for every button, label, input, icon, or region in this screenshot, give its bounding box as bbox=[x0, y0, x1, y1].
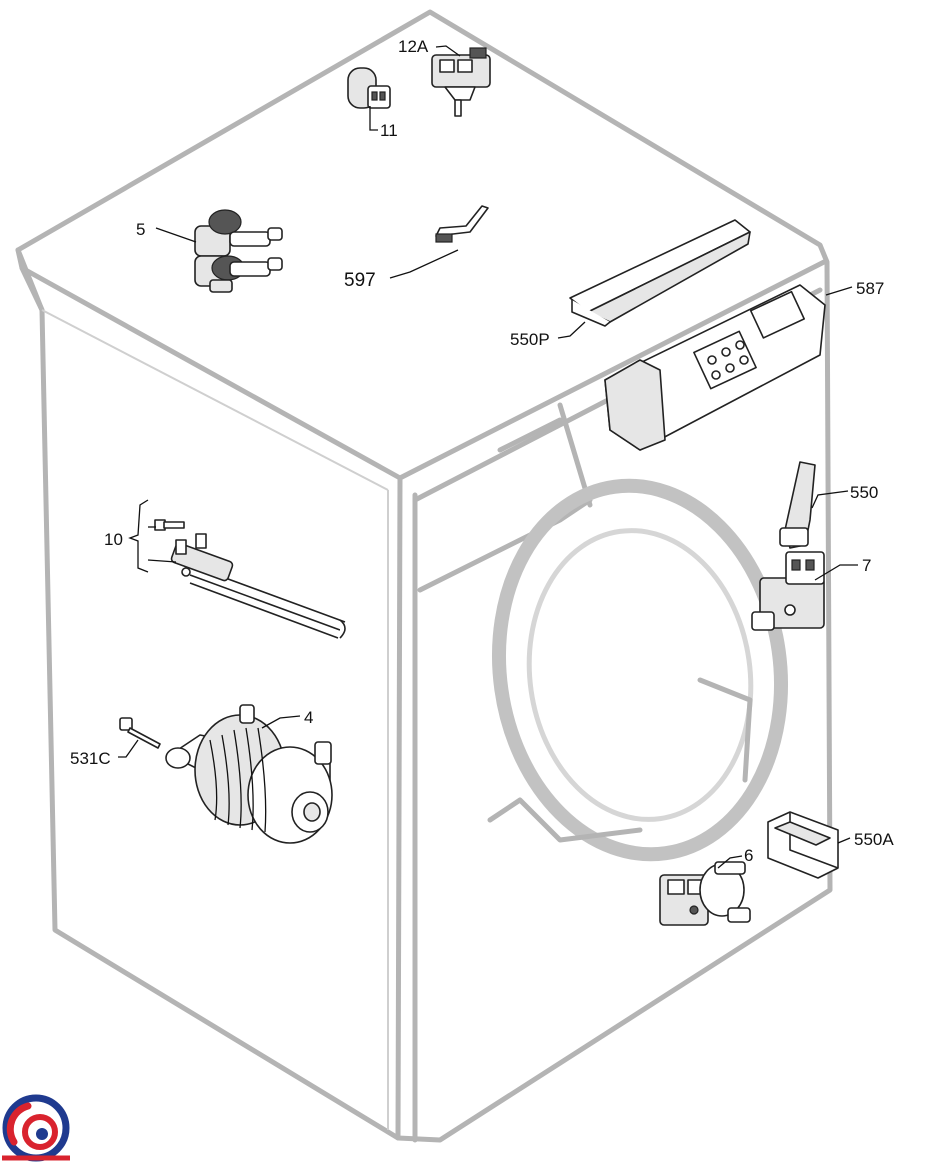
heating-element-part bbox=[170, 533, 346, 639]
callout-587: 587 bbox=[856, 279, 884, 298]
callout-4: 4 bbox=[304, 708, 313, 727]
leader-lines bbox=[118, 45, 858, 869]
dispenser-panel-part bbox=[569, 219, 751, 327]
callout-531c: 531C bbox=[70, 749, 111, 768]
callout-5: 5 bbox=[136, 220, 145, 239]
callout-597: 597 bbox=[344, 270, 376, 291]
callout-7: 7 bbox=[862, 556, 871, 575]
clip-part bbox=[435, 205, 489, 243]
inlet-valve-part bbox=[194, 209, 283, 293]
cover-box-part bbox=[767, 811, 839, 879]
callout-10: 10 bbox=[104, 530, 123, 549]
brand-logo bbox=[2, 1094, 70, 1162]
drain-pump-part bbox=[659, 861, 751, 926]
callout-11: 11 bbox=[380, 121, 398, 140]
callout-6: 6 bbox=[744, 846, 753, 865]
pressure-switch-part bbox=[431, 47, 491, 117]
electronic-board-part bbox=[604, 284, 826, 451]
callout-550p: 550P bbox=[510, 330, 550, 349]
door-ring bbox=[491, 478, 789, 862]
callout-12a: 12A bbox=[398, 37, 429, 56]
callout-550: 550 bbox=[850, 483, 878, 502]
washing-machine-cabinet bbox=[15, 9, 833, 1143]
door-lock-part bbox=[751, 551, 825, 631]
callout-labels: 12A 11 5 597 587 550P 550 10 7 4 531C 55… bbox=[70, 37, 894, 865]
motor-part bbox=[165, 704, 333, 844]
door-handle-part bbox=[779, 461, 816, 549]
callout-550a: 550A bbox=[854, 830, 894, 849]
bolt-part bbox=[119, 717, 161, 749]
heater-screw-part bbox=[154, 519, 185, 531]
capacitor-part bbox=[347, 67, 391, 109]
